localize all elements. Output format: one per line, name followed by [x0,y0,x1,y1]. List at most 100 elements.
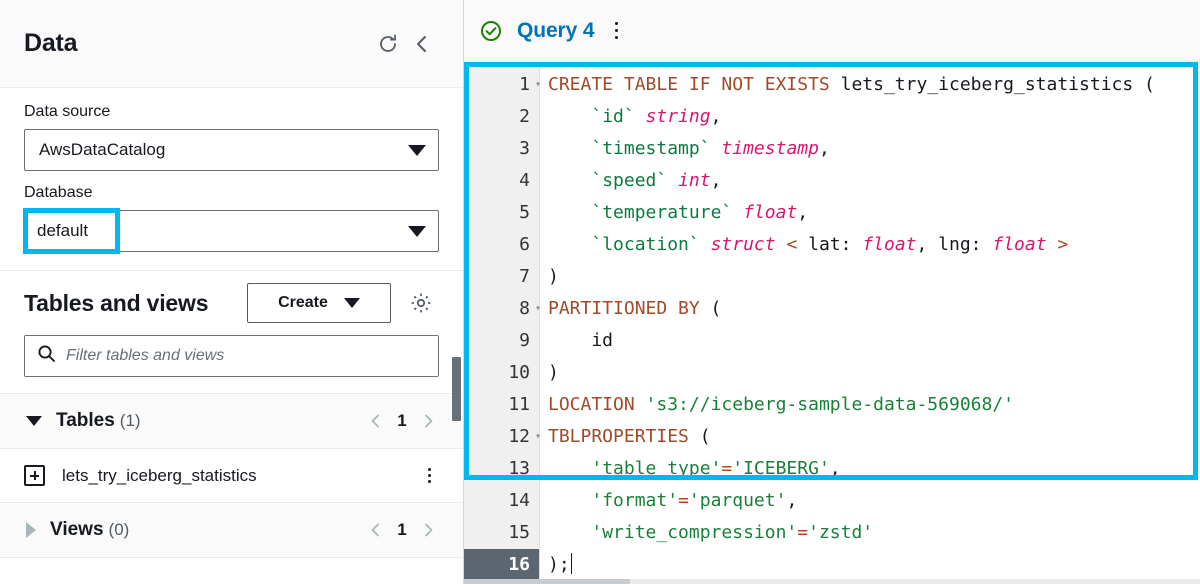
data-sidebar: Data Data source AwsDataCatalog Database [0,0,464,584]
code-line-15: 'write_compression'='zstd' [548,517,1200,549]
group-label-views: Views [50,519,104,540]
token [635,394,646,415]
search-icon [37,344,56,368]
create-button[interactable]: Create [247,283,391,323]
group-count-tables: (1) [119,411,141,430]
token: , [710,106,722,127]
tab-query-4[interactable]: Query 4 [517,18,595,42]
pager-views: 1 [363,517,441,543]
token: `id` [591,106,635,127]
token: `location` [591,234,700,255]
token: < [775,234,809,255]
token: ( [688,426,711,447]
kebab-menu-icon[interactable] [417,464,441,488]
next-page-icon[interactable] [415,517,441,543]
token: `temperature` [591,202,733,223]
filter-tables-input[interactable] [66,347,426,365]
tables-and-views-title: Tables and views [24,289,209,316]
token: , lng: [916,234,993,255]
token: 'format' [591,490,679,511]
token: lat: [808,234,863,255]
data-source-label: Data source [24,103,111,120]
line-number-15: 15 [508,522,530,543]
token: = [721,458,733,479]
text-cursor [570,553,572,574]
token: ) [548,266,559,287]
table-name-label: lets_try_iceberg_statistics [62,465,257,485]
line-number-12: 12▾ [464,421,541,453]
token [548,490,591,511]
token: timestamp [721,138,819,159]
code-line-16: ); [548,549,1200,581]
token: , [818,138,830,159]
token: float [862,234,917,255]
code-line-14: 'format'='parquet', [548,485,1200,517]
line-number-16: 16 [464,549,539,581]
group-count-views: (0) [108,520,130,539]
line-number-14: 14 [508,490,530,511]
gear-icon[interactable] [401,283,441,323]
data-source-select[interactable]: AwsDataCatalog [24,129,439,171]
chevron-down-icon [408,144,426,156]
token [711,138,722,159]
sidebar-header: Data [0,0,463,88]
chevron-left-icon[interactable] [405,27,439,61]
token [700,234,711,255]
code-line-3: `timestamp` timestamp, [548,133,1200,165]
refresh-icon[interactable] [371,27,405,61]
kebab-menu-icon[interactable] [607,19,627,43]
prev-page-icon[interactable] [363,408,389,434]
token: 's3://iceberg-sample-data-569068/' [645,394,1015,415]
token: > [1046,234,1069,255]
token: = [797,522,809,543]
fold-toggle-icon[interactable]: ▾ [534,79,541,90]
database-value-highlight: default [23,208,120,254]
token: int [678,170,711,191]
token: 'zstd' [808,522,874,543]
editor-horizontal-scrollbar[interactable] [464,579,1200,584]
line-number-5: 5 [519,202,530,223]
token: 'ICEBERG' [732,458,830,479]
code-line-4: `speed` int, [548,165,1200,197]
line-number-10: 10 [508,362,530,383]
token: ( [699,298,722,319]
code-line-12: TBLPROPERTIES ( [548,421,1200,453]
code-line-10: ) [548,357,1200,389]
fold-toggle-icon[interactable]: ▾ [534,431,541,442]
page-title: Data [24,29,78,57]
next-page-icon[interactable] [415,408,441,434]
group-header-views[interactable]: Views (0) 1 [0,503,463,558]
group-header-tables[interactable]: Tables (1) 1 [0,394,463,449]
code-line-9: id [548,325,1200,357]
fold-toggle-icon[interactable]: ▾ [534,303,541,314]
token: id [548,330,614,351]
token: 'table_type' [591,458,722,479]
sidebar-scrollbar-thumb[interactable] [452,357,461,421]
token: string [645,106,711,127]
line-number-2: 2 [519,106,530,127]
table-list-item[interactable]: lets_try_iceberg_statistics [0,449,463,503]
token [667,170,678,191]
token: PARTITIONED BY [548,298,700,319]
plus-square-icon[interactable] [24,465,45,486]
code-line-7: ) [548,261,1200,293]
token: , [786,490,798,511]
group-label-tables: Tables [56,410,115,431]
sql-code-text[interactable]: CREATE TABLE IF NOT EXISTS lets_try_iceb… [540,62,1200,584]
line-number-9: 9 [519,330,530,351]
token: = [678,490,689,511]
code-line-2: `id` string, [548,101,1200,133]
pager-tables: 1 [363,408,441,434]
line-number-8: 8▾ [464,293,541,325]
prev-page-icon[interactable] [363,517,389,543]
token: , [829,458,841,479]
token: TBLPROPERTIES [548,426,689,447]
token: 'parquet' [688,490,787,511]
token [732,202,743,223]
token: , [797,202,809,223]
token [548,522,591,543]
filter-tables-box[interactable] [24,335,439,377]
line-number-1: 1▾ [464,69,541,101]
